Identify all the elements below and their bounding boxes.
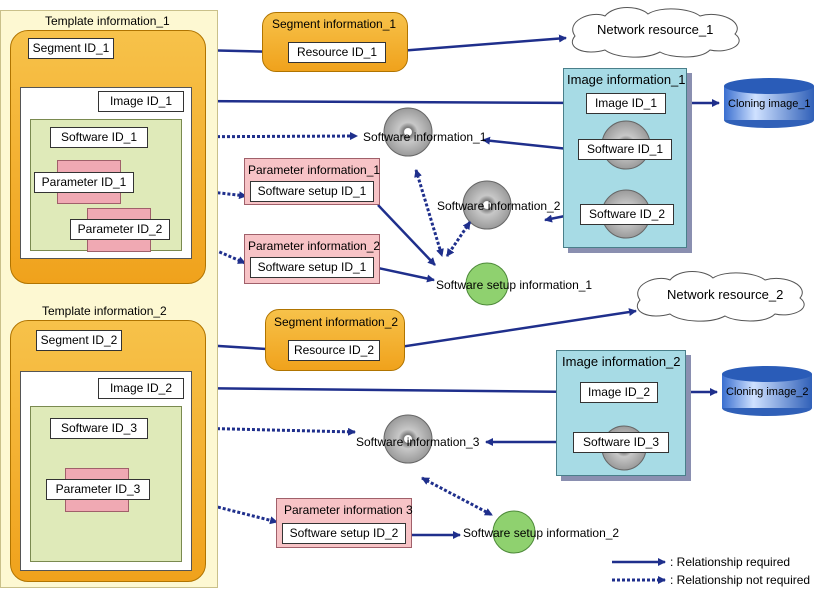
image-information-2-image-id: Image ID_2 [580, 382, 658, 403]
software-setup-information-2-label: Software setup information_2 [463, 526, 620, 540]
segment-id-2: Segment ID_2 [36, 330, 122, 351]
resource-id-1: Resource ID_1 [288, 42, 386, 63]
network-resource-1-cloud [572, 7, 740, 58]
cloning-image-2-label: Cloning image_2 [726, 386, 809, 398]
arrow-param1-to-setup1 [377, 204, 436, 266]
image-information-1-title: Image information_1 [567, 72, 686, 87]
dotted-softwareinfo2-setup1 [445, 221, 472, 257]
segment-id-1: Segment ID_1 [28, 38, 114, 59]
software-setup-information-2-circle [492, 510, 536, 554]
image-id-1: Image ID_1 [98, 91, 184, 112]
software-information-1-disc [383, 107, 433, 157]
legend-required-label: : Relationship required [670, 555, 791, 569]
software-setup-information-1-circle [465, 262, 509, 306]
image-information-2-title: Image information_2 [562, 354, 681, 369]
cloning-image-1-cylinder [724, 78, 814, 128]
dotted-softwareinfo1-setup1 [414, 169, 444, 257]
segment-information-2-title: Segment information_2 [274, 315, 399, 329]
arrow-softwareid1-to-softwareinfo1 [482, 136, 579, 152]
image-information-1-image-id: Image ID_1 [586, 93, 666, 114]
image-information-1-software-id-2: Software ID_2 [580, 204, 674, 225]
parameter-information-1-title: Parameter information_1 [248, 163, 381, 177]
arrow-image1-to-image-info [182, 98, 587, 107]
parameter-id-1: Parameter ID_1 [34, 172, 134, 193]
arrow-image2-to-image-info [182, 386, 583, 396]
segment-information-1-title: Segment information_1 [272, 17, 397, 31]
parameter-id-2: Parameter ID_2 [70, 219, 170, 240]
software-information-1-label: Software information_1 [363, 130, 487, 144]
network-resource-2-label: Network resource_2 [667, 287, 784, 302]
parameter-information-1-setup-id: Software setup ID_1 [250, 181, 374, 202]
software-setup-information-1-label: Software setup information_1 [436, 278, 593, 292]
image-information-2-software-id-3: Software ID_3 [573, 432, 669, 453]
arrow-param2-to-setup1 [377, 266, 435, 283]
network-resource-2-cloud [637, 271, 805, 322]
parameter-information-3-setup-id: Software setup ID_2 [282, 523, 406, 544]
cloning-image-1-label: Cloning image_1 [728, 98, 811, 110]
software-information-3-disc [383, 414, 433, 464]
software-information-3-label: Software information_3 [356, 435, 480, 449]
parameter-information-3-title: Parameter information 3 [284, 503, 413, 517]
cloning-image-2-cylinder [722, 366, 812, 416]
software-id-3: Software ID_3 [50, 418, 148, 439]
image-information-1-software-id-1: Software ID_1 [578, 139, 672, 160]
parameter-information-2-title: Parameter information_2 [248, 239, 381, 253]
image-information-2-disc [601, 425, 647, 471]
template-2-title: Template information_2 [42, 304, 167, 318]
parameter-information-2-setup-id: Software setup ID_1 [250, 257, 374, 278]
arrow-resource1-to-network1 [385, 34, 567, 54]
software-id-1: Software ID_1 [50, 127, 148, 148]
network-resource-1-label: Network resource_1 [597, 22, 714, 37]
arrow-resource2-to-network2 [379, 308, 637, 352]
software-information-2-label: Software information_2 [437, 199, 561, 213]
software-information-2-disc [462, 180, 512, 230]
template-1-title: Template information_1 [45, 14, 170, 28]
resource-id-2: Resource ID_2 [288, 340, 380, 361]
dotted-softwareinfo3-setup2 [421, 476, 493, 517]
image-id-2: Image ID_2 [98, 378, 184, 399]
parameter-id-3: Parameter ID_3 [46, 479, 150, 500]
legend-not-required-label: : Relationship not required [670, 573, 811, 587]
